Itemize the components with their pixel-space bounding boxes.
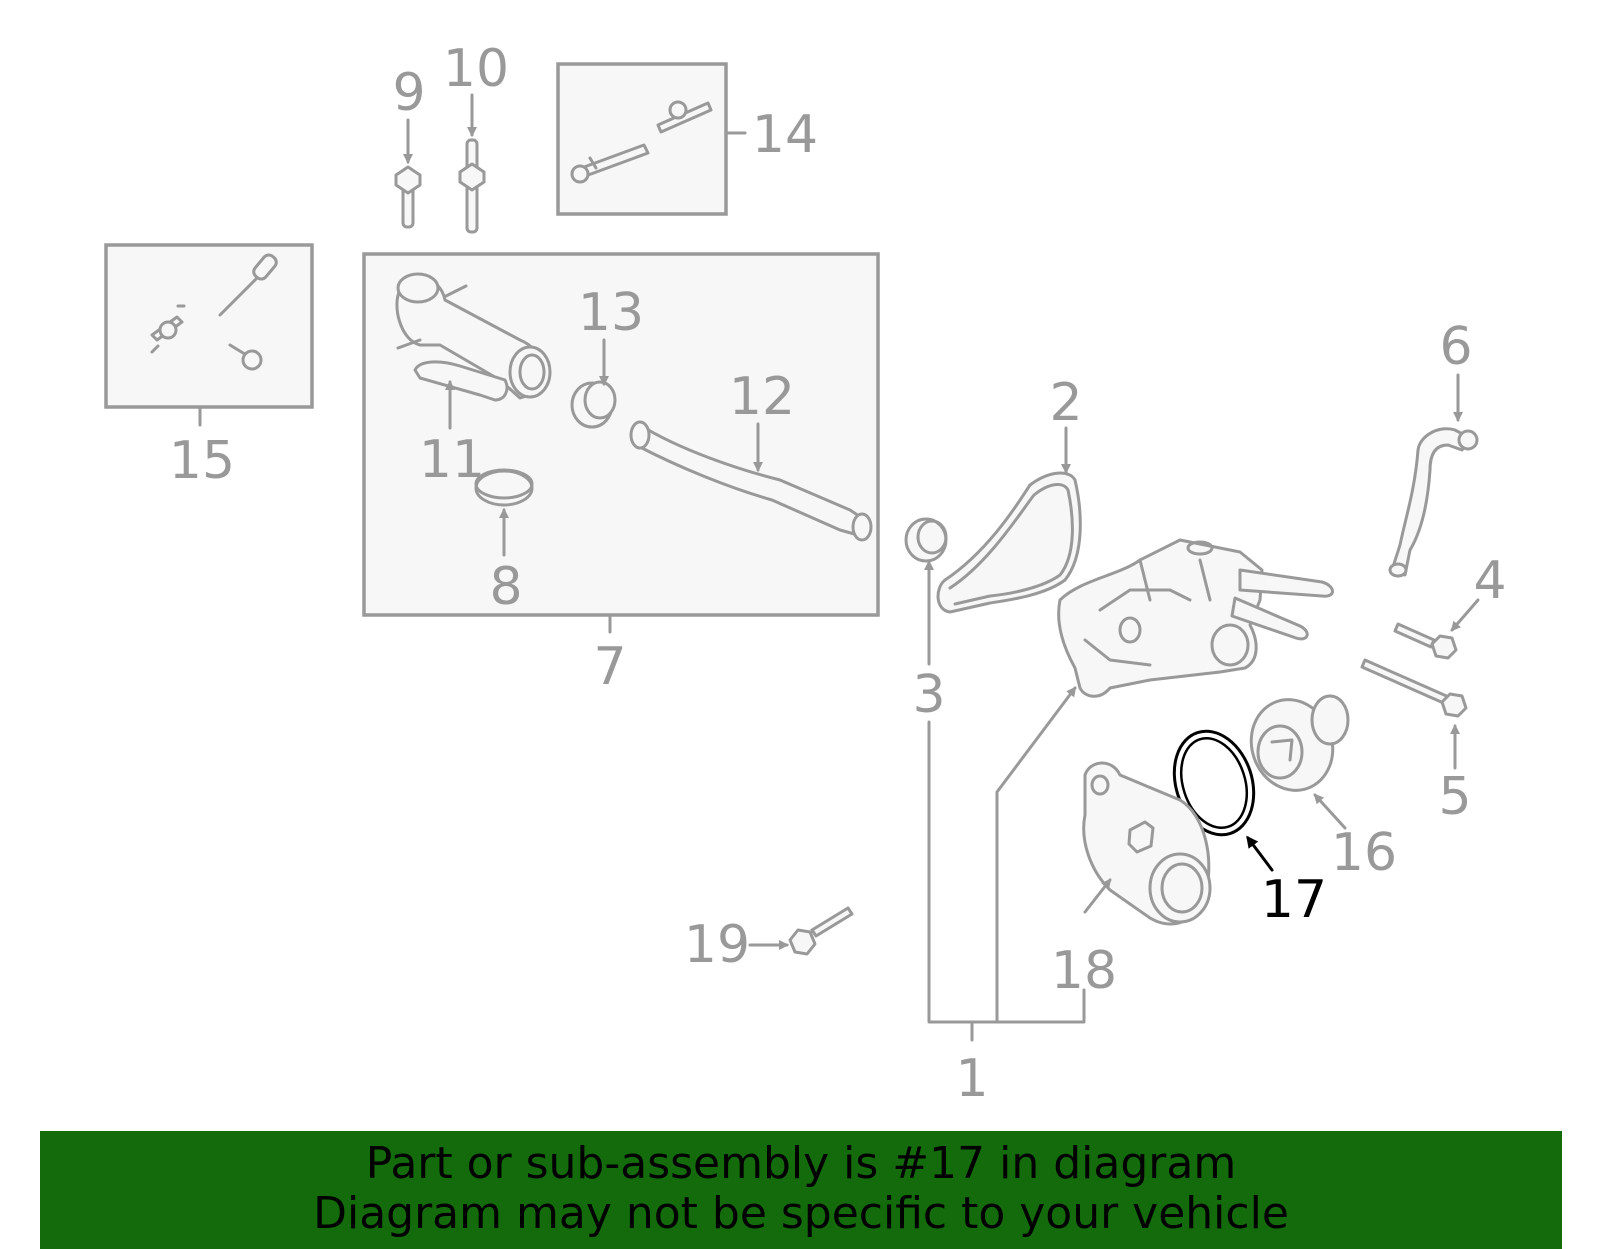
callout-18: 18 xyxy=(1051,941,1117,1001)
callout-17: 17 xyxy=(1261,870,1327,930)
callout-3: 3 xyxy=(912,665,945,725)
callout-11: 11 xyxy=(419,430,485,490)
callout-10: 10 xyxy=(443,39,509,99)
bolt-part-9 xyxy=(394,118,422,229)
callout-4: 4 xyxy=(1473,551,1506,611)
callout-5: 5 xyxy=(1438,767,1471,827)
tube-part-12 xyxy=(629,420,873,542)
callout-19: 19 xyxy=(684,915,750,975)
callout-2: 2 xyxy=(1049,373,1082,433)
info-banner: Part or sub-assembly is #17 in diagram D… xyxy=(40,1131,1562,1249)
callout-1: 1 xyxy=(955,1049,988,1109)
callout-15: 15 xyxy=(169,431,235,491)
callout-7: 7 xyxy=(593,637,626,697)
bolt-part-5 xyxy=(1360,658,1468,770)
callout-6: 6 xyxy=(1439,317,1472,377)
outlet-part-18 xyxy=(1082,761,1212,926)
bolt-part-19 xyxy=(748,906,854,956)
bolt-part-10 xyxy=(458,93,486,234)
banner-line-2: Diagram may not be specific to your vehi… xyxy=(313,1188,1289,1239)
hose-part-6 xyxy=(1388,373,1479,578)
leader-lines xyxy=(445,338,1086,1042)
bolt-part-4 xyxy=(1393,598,1480,660)
housing-part-1 xyxy=(1057,538,1334,698)
callout-13: 13 xyxy=(578,283,644,343)
o-ring-part-8 xyxy=(474,468,534,507)
gasket-part-2 xyxy=(936,471,1082,614)
seal-part-13 xyxy=(570,380,617,429)
callout-16: 16 xyxy=(1331,823,1397,883)
seal-part-3 xyxy=(904,517,948,563)
callout-9: 9 xyxy=(392,63,425,123)
thermostat-part-16 xyxy=(1249,694,1350,830)
callout-12: 12 xyxy=(729,367,795,427)
callout-14: 14 xyxy=(752,105,818,165)
group-box-14 xyxy=(556,62,747,216)
banner-line-1: Part or sub-assembly is #17 in diagram xyxy=(365,1138,1237,1189)
water-outlet-part-11 xyxy=(395,272,552,402)
callout-labels: 1 2 3 4 5 6 7 8 9 10 11 12 13 14 15 16 1… xyxy=(169,39,1507,1109)
callout-8: 8 xyxy=(489,557,522,617)
gasket-part-17 xyxy=(1172,729,1274,872)
group-box-15 xyxy=(104,243,314,427)
